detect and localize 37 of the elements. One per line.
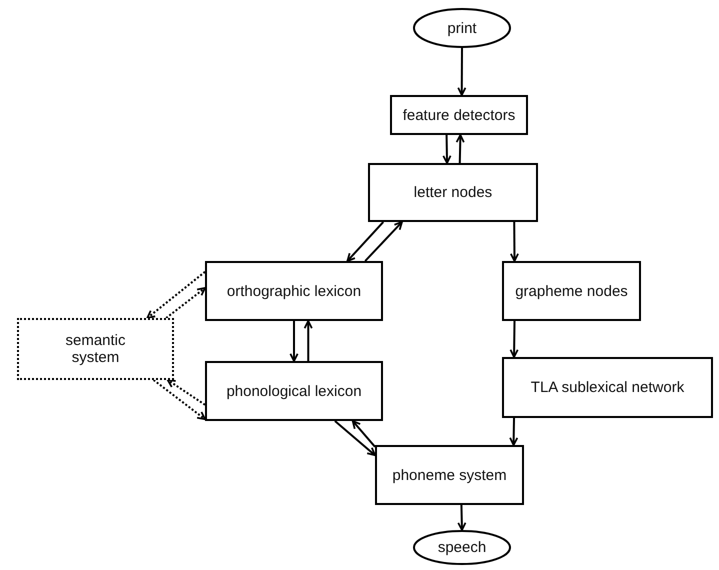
dotted-box [17,318,174,380]
dotted-arrow [166,287,206,319]
arrow [364,221,403,262]
process-box [205,361,383,421]
node-label: speech [436,539,488,556]
arrow [456,134,465,164]
process-box [502,357,713,418]
process-box [390,95,528,135]
node-label: print [446,20,478,36]
terminal-ellipse [413,530,511,565]
arrow [346,221,384,262]
arrow [290,321,298,362]
arrow [352,420,376,448]
process-box [368,163,538,222]
arrow [304,320,313,361]
terminal-ellipse [413,8,511,48]
node-label: semantic system [64,332,127,366]
node-label: letter nodes [412,184,494,201]
dotted-arrow [152,379,206,420]
arrow [457,504,466,531]
process-box [205,261,383,321]
arrow [457,48,466,96]
arrow [510,222,519,262]
arrow [509,418,518,446]
node-label: grapheme nodes [514,282,629,300]
dotted-arrow [166,379,206,406]
node-label: phonological lexicon [225,382,363,400]
arrow [442,134,452,164]
arrow [510,320,519,358]
process-box [502,261,641,321]
dotted-arrow [146,271,206,319]
node-label: orthographic lexicon [226,282,362,300]
node-label: feature detectors [402,106,516,124]
arrow [334,420,376,456]
process-box [375,445,524,505]
node-label: phoneme system [391,466,508,484]
node-label: TLA sublexical network [530,379,686,396]
